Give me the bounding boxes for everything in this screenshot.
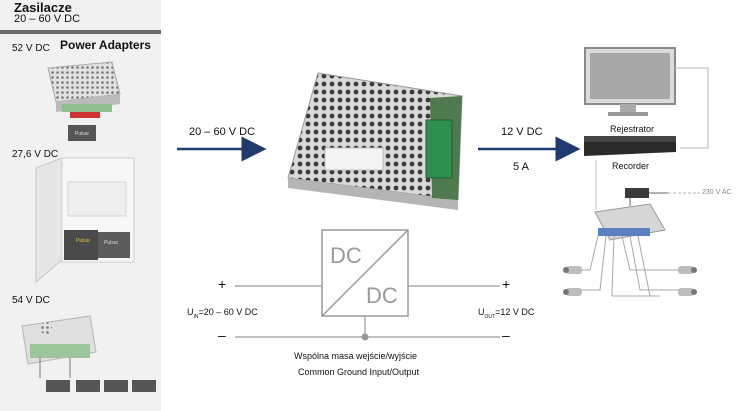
camera-cables <box>580 235 680 297</box>
common-ground-en: Common Ground Input/Output <box>298 367 420 377</box>
camera-icon <box>678 288 697 296</box>
enclosure-brand-b: Pulsar <box>104 240 119 246</box>
sidebar-subtitle: 20 – 60 V DC <box>14 13 81 25</box>
camera-icon <box>563 266 582 274</box>
output-plus-sign: + <box>502 276 511 292</box>
ground-node <box>361 333 369 341</box>
module-brand-text: Pulsar <box>75 131 90 137</box>
dcdc-symbol <box>321 229 409 317</box>
recorder-label-pl: Rejestrator <box>610 124 655 134</box>
camera-icon <box>678 266 697 274</box>
psu-voltage-27: 27,6 V DC <box>12 149 59 160</box>
network-switch-image <box>594 203 666 241</box>
psu-voltage-52: 52 V DC <box>12 43 50 54</box>
monitor-cable <box>675 67 709 149</box>
recorder-label-en: Recorder <box>612 161 650 171</box>
monitor-image <box>584 47 676 116</box>
converter-dc-bottom: DC <box>366 283 398 308</box>
converter-dc-top: DC <box>330 243 362 268</box>
input-voltage-spec: UIN=20 – 60 V DC <box>187 307 258 320</box>
sidebar-divider <box>0 30 161 34</box>
input-plus-sign: + <box>218 276 227 292</box>
output-minus-sign: – <box>502 327 510 343</box>
camera-icon <box>563 288 582 296</box>
psu-voltage-54: 54 V DC <box>12 295 50 306</box>
output-voltage-label: 12 V DC <box>501 126 543 138</box>
sidebar-title: Zasilacze <box>14 0 72 15</box>
psu-54v-image <box>21 315 156 392</box>
power-brick-image <box>625 188 700 198</box>
enclosure-brand-a: Pulsar <box>76 238 91 244</box>
mains-voltage-label: 230 V AC <box>702 189 732 196</box>
recorder-image <box>584 136 676 156</box>
converter-module-image <box>287 72 463 210</box>
output-current-label: 5 A <box>513 161 529 173</box>
input-minus-sign: – <box>218 327 226 343</box>
sidebar-section-title: Power Adapters <box>60 38 151 52</box>
common-ground-pl: Wspólna masa wejście/wyjście <box>294 351 418 361</box>
output-voltage-spec: UOUT=12 V DC <box>478 307 535 320</box>
psu-27v-enclosure-image <box>35 157 135 284</box>
pulsar-module-small: Pulsar <box>68 125 96 141</box>
input-voltage-label: 20 – 60 V DC <box>189 126 256 138</box>
psu-52v-image <box>47 61 121 118</box>
